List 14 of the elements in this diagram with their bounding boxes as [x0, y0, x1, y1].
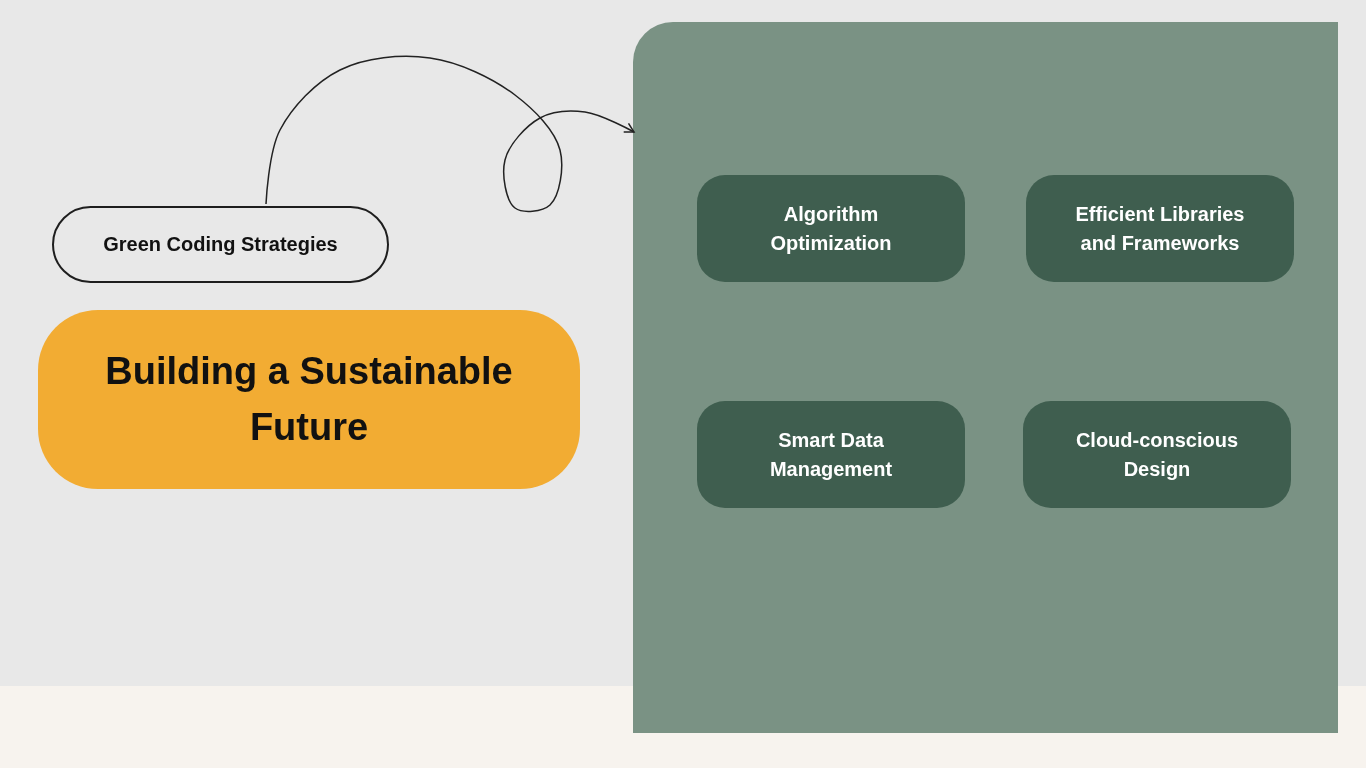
title-pill	[52, 206, 389, 283]
panel-background	[633, 22, 1338, 733]
node-label: Algorithm Optimization	[769, 201, 893, 256]
strategy-box	[697, 175, 965, 282]
node-label: Efficient Libraries and Frameworks	[1074, 201, 1246, 256]
node-label: Building a Sustainable Future	[104, 349, 514, 450]
strategy-box	[697, 401, 965, 508]
curved-arrow	[265, 55, 635, 213]
strategy-box	[1026, 175, 1294, 282]
headline-pill	[38, 310, 580, 489]
node-label: Green Coding Strategies	[103, 232, 338, 257]
strategy-box	[1023, 401, 1291, 508]
node-label: Cloud-conscious Design	[1074, 427, 1240, 482]
node-label: Smart Data Management	[768, 427, 894, 482]
